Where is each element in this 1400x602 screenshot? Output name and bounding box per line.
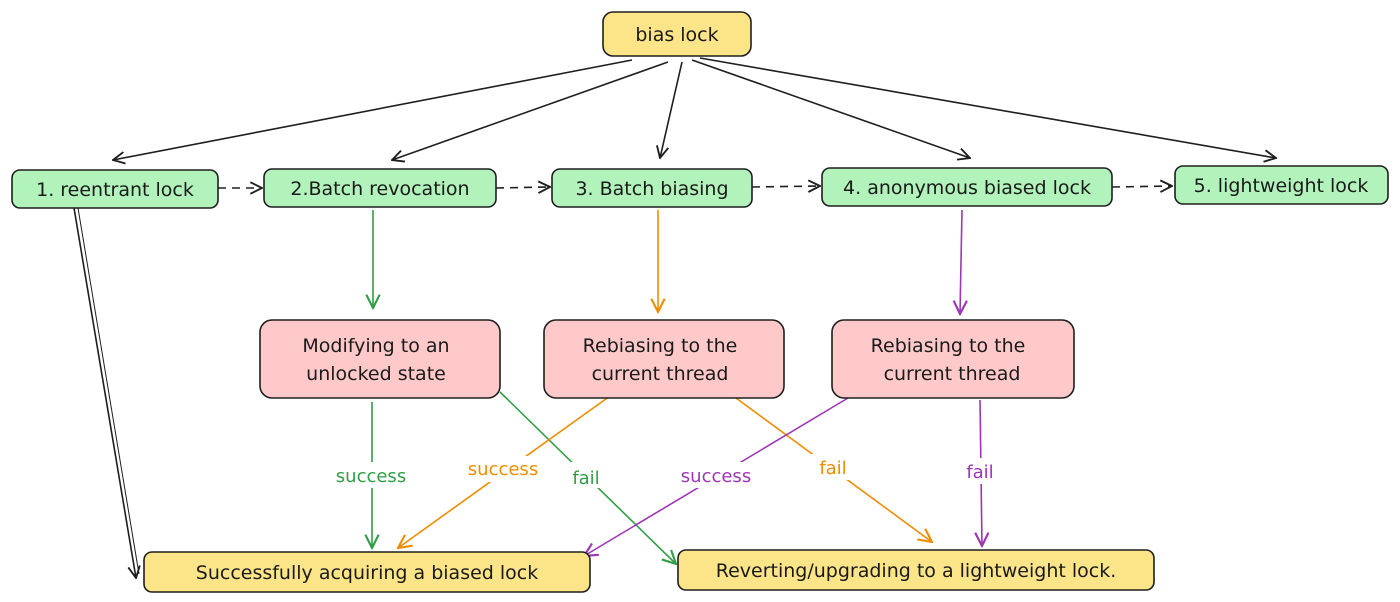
node-action-rebias-1-line2: current thread bbox=[592, 363, 729, 385]
node-step2: 2.Batch revocation bbox=[263, 168, 497, 208]
nodes: bias lock 1. reentrant lock 2.Batch revo… bbox=[11, 11, 1389, 593]
edge-root-to-step3 bbox=[660, 61, 683, 158]
node-bias-lock: bias lock bbox=[602, 11, 752, 57]
node-step2-label: 2.Batch revocation bbox=[290, 178, 469, 200]
node-action-rebias-1-line1: Rebiasing to the bbox=[583, 335, 738, 357]
node-result-success-label: Successfully acquiring a biased lock bbox=[196, 562, 538, 584]
node-action-unlock-line2: unlocked state bbox=[306, 363, 446, 385]
edge-root-to-step1 bbox=[113, 59, 633, 160]
label-orange-fail: fail bbox=[819, 458, 846, 479]
label-purple-success: success bbox=[681, 466, 751, 487]
label-orange-success: success bbox=[468, 459, 538, 480]
node-step3: 3. Batch biasing bbox=[551, 168, 753, 208]
node-action-rebias-2-line1: Rebiasing to the bbox=[871, 335, 1026, 357]
label-green-fail: fail bbox=[572, 468, 599, 489]
node-action-unlock: Modifying to an unlocked state bbox=[259, 319, 501, 399]
node-step1-label: 1. reentrant lock bbox=[36, 179, 194, 201]
edge-root-to-step2 bbox=[392, 61, 669, 160]
node-bias-lock-label: bias lock bbox=[635, 24, 718, 46]
node-step3-label: 3. Batch biasing bbox=[575, 178, 728, 200]
label-purple-fail: fail bbox=[966, 462, 993, 483]
node-step4-label: 4. anonymous biased lock bbox=[843, 177, 1091, 199]
node-result-success: Successfully acquiring a biased lock bbox=[143, 551, 591, 593]
node-step1: 1. reentrant lock bbox=[11, 169, 219, 209]
edge-root-to-step5 bbox=[699, 57, 1276, 158]
node-action-unlock-line1: Modifying to an bbox=[302, 335, 449, 357]
node-action-rebias-2: Rebiasing to the current thread bbox=[831, 319, 1075, 399]
label-green-success: success bbox=[336, 466, 406, 487]
node-step5: 5. lightweight lock bbox=[1174, 165, 1389, 205]
edge-step2-to-step3 bbox=[495, 187, 550, 188]
edge-step1-to-success bbox=[73, 207, 136, 578]
node-action-rebias-1: Rebiasing to the current thread bbox=[543, 319, 785, 399]
node-result-fail: Reverting/upgrading to a lightweight loc… bbox=[677, 549, 1155, 591]
node-step4: 4. anonymous biased lock bbox=[821, 167, 1113, 207]
edge-step4-to-step5 bbox=[1111, 186, 1172, 187]
edge-labels: success fail success fail success fail bbox=[322, 454, 1003, 489]
edge-step3-to-step4 bbox=[751, 186, 820, 187]
edge-root-to-step4 bbox=[691, 59, 970, 158]
edges bbox=[73, 57, 1276, 578]
edge-step1-to-success-shadow bbox=[77, 207, 140, 575]
node-result-fail-label: Reverting/upgrading to a lightweight loc… bbox=[716, 560, 1117, 582]
edge-step4-to-action4 bbox=[960, 209, 962, 314]
node-action-rebias-2-line2: current thread bbox=[884, 363, 1021, 385]
node-step5-label: 5. lightweight lock bbox=[1194, 175, 1369, 197]
